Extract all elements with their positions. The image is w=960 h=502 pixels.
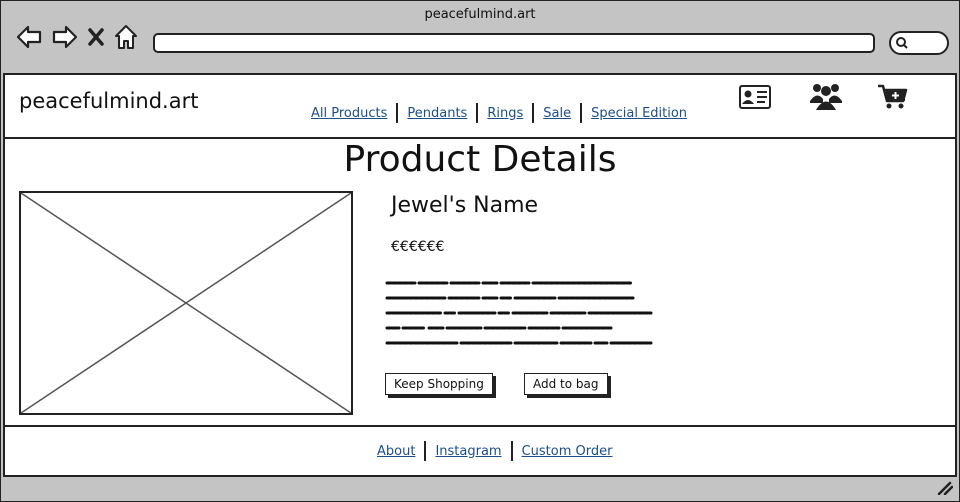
resize-handle-icon[interactable] [937,481,953,495]
product-image-placeholder [19,191,353,415]
site-footer: About Instagram Custom Order [5,425,955,475]
product-description-placeholder [385,281,653,345]
site-logo[interactable]: peacefulmind.art [19,89,199,113]
keep-shopping-button[interactable]: Keep Shopping [385,373,493,395]
nav-rings[interactable]: Rings [487,105,524,121]
nav-divider [396,103,399,123]
browser-nav [15,23,139,51]
back-icon[interactable] [15,23,43,51]
footer-nav: About Instagram Custom Order [377,441,612,461]
users-icon[interactable] [809,81,843,111]
page-title: Product Details [343,139,617,180]
site-header: peacefulmind.art All Products Pendants R… [5,75,955,139]
image-placeholder-cross [20,192,352,414]
home-icon[interactable] [113,23,139,51]
nav-divider [476,103,479,123]
profile-card-icon[interactable] [739,85,771,109]
search-icon [896,37,908,49]
footer-link-instagram[interactable]: Instagram [435,443,502,459]
forward-icon[interactable] [51,23,79,51]
add-to-bag-button[interactable]: Add to bag [524,373,608,395]
address-bar[interactable] [153,33,875,53]
nav-divider [532,103,535,123]
footer-link-about[interactable]: About [377,443,416,459]
footer-divider [424,441,427,461]
add-to-cart-icon[interactable] [877,83,909,111]
product-price: €€€€€€ [391,239,445,255]
product-name: Jewel's Name [391,193,539,218]
main-nav: All Products Pendants Rings Sale Special… [311,103,687,123]
close-icon[interactable] [87,26,105,48]
nav-sale[interactable]: Sale [543,105,572,121]
nav-special-edition[interactable]: Special Edition [591,105,688,121]
window-title: peacefulmind.art [424,7,536,22]
nav-pendants[interactable]: Pendants [407,105,468,121]
footer-divider [510,441,513,461]
nav-divider [580,103,583,123]
webpage: peacefulmind.art All Products Pendants R… [3,73,957,477]
nav-all-products[interactable]: All Products [311,105,388,121]
browser-search-field[interactable] [889,31,949,55]
footer-link-custom-order[interactable]: Custom Order [521,443,613,459]
